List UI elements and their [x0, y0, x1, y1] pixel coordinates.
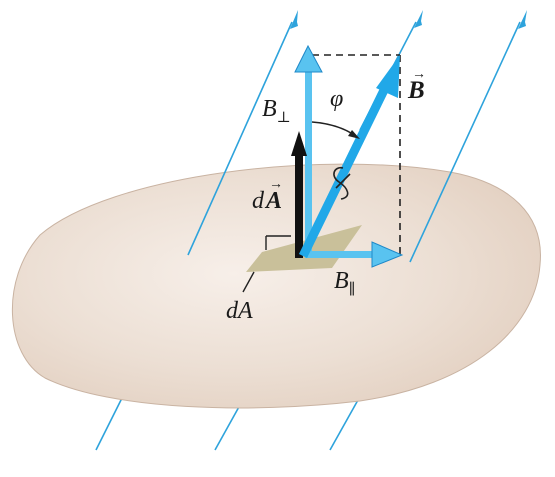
svg-text:→: → [412, 67, 426, 82]
svg-text:B: B [407, 77, 425, 104]
surface-shape [12, 163, 541, 409]
label-b-perp: B⊥ [262, 96, 291, 126]
area-vector-arrow [291, 131, 307, 258]
field-line-lower-3 [329, 399, 359, 451]
label-d-a-vector: d A → [252, 177, 283, 214]
magnetic-field-vector-arrow [298, 55, 400, 258]
svg-text:A: A [264, 188, 282, 214]
field-line-upper-1-arrowhead [290, 10, 298, 29]
label-b-parallel: B∥ [334, 268, 356, 298]
field-line-upper-2-arrowhead [518, 10, 527, 29]
label-phi: φ [330, 86, 343, 112]
field-line-upper-3-arrowhead [414, 10, 423, 28]
field-line-upper-1 [187, 21, 293, 256]
label-b-vector: B → [407, 67, 426, 104]
field-line-upper-2 [409, 21, 521, 263]
svg-text:d: d [252, 188, 265, 214]
svg-text:→: → [269, 177, 283, 192]
b-perp-component-arrow [294, 44, 323, 256]
angle-arc-arrow [311, 121, 360, 139]
label-dA: dA [226, 298, 253, 324]
surface-flux-symbol [333, 166, 351, 200]
component-dashed-box [312, 54, 401, 255]
area-element-leader [242, 235, 291, 293]
b-parallel-component-arrow [305, 241, 404, 268]
